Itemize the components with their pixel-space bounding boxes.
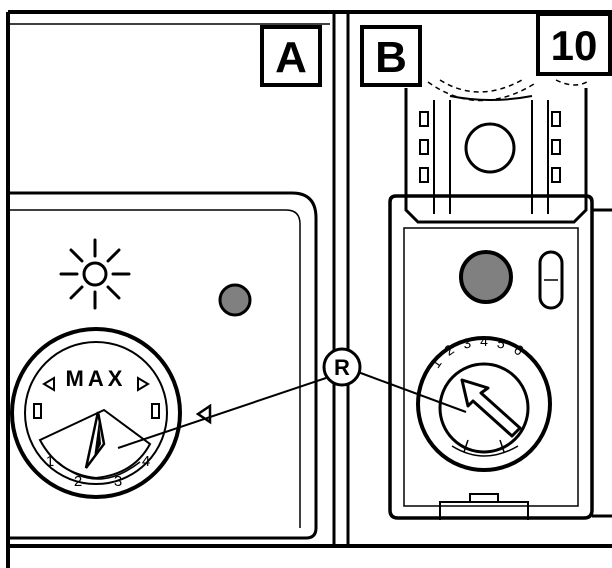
sun-icon: [59, 238, 131, 310]
control-housing-a: [8, 191, 318, 540]
callout-leader-a: [117, 377, 327, 449]
dial-a-scale-1: 1: [46, 453, 54, 470]
rotary-dial-b: 1 2 3 4 5 6: [416, 333, 552, 472]
dial-a-scale-2: 2: [74, 473, 82, 490]
svg-text:B: B: [375, 33, 407, 82]
svg-text:10: 10: [551, 22, 598, 69]
dial-b-scale-5: 5: [495, 334, 507, 352]
control-housing-b: [388, 194, 612, 520]
figure-frame: [6, 10, 612, 568]
callout-label: R: [334, 355, 350, 380]
callout-leader-b: [357, 371, 467, 413]
panel-a: A MAX: [8, 25, 322, 540]
indicator-light-a: [218, 283, 252, 317]
callout-r: R: [117, 347, 467, 449]
mounting-bracket: [404, 88, 588, 224]
indicator-light-b: [459, 250, 513, 304]
dial-b-scale-4: 4: [480, 333, 488, 349]
dial-b-scale-3: 3: [461, 334, 473, 352]
dial-a-max-label: MAX: [66, 366, 127, 391]
figure-number: 10: [536, 12, 612, 76]
panel-b: B 10: [360, 12, 612, 520]
panel-b-label: B: [360, 25, 422, 87]
dial-b-arrow-pointer: [460, 378, 522, 438]
svg-text:A: A: [275, 33, 307, 82]
panel-a-label: A: [260, 25, 322, 87]
rotary-dial-a: MAX 1 2 3 4: [10, 327, 182, 499]
dial-a-scale-3: 3: [114, 473, 122, 490]
housing-arrow-mark: [195, 403, 212, 425]
dial-a-scale-4: 4: [142, 453, 150, 470]
